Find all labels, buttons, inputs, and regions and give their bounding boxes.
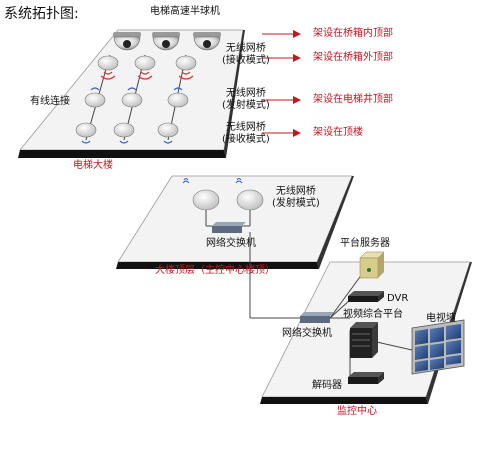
wired-connection-label: 有线连接	[30, 96, 70, 107]
elevator-building-label: 电梯大楼	[73, 160, 113, 171]
mount-note-2: 架设在桥箱外顶部	[313, 52, 393, 63]
rooftop-floor-label: 大楼顶层（主控中心楼顶）	[155, 265, 275, 276]
bridge-column-3	[157, 54, 197, 141]
dvr-icon	[348, 291, 384, 302]
control-switch-icon	[300, 312, 334, 323]
control-switch-label: 网络交换机	[282, 328, 332, 339]
signal-icon	[235, 178, 243, 184]
decoder-label: 解码器	[312, 380, 342, 391]
dome-camera-group	[113, 32, 221, 51]
wireless-bridge-icon	[113, 122, 135, 138]
wireless-bridge-icon	[167, 92, 189, 108]
bridge-column-1	[75, 54, 119, 141]
control-center-label: 监控中心	[337, 406, 377, 417]
bridge-receive-label-2: 无线网桥 (接收模式)	[222, 122, 270, 145]
mount-note-4: 架设在顶楼	[313, 127, 363, 138]
wireless-bridge-icon	[134, 55, 156, 71]
wireless-bridge-icon	[97, 55, 119, 71]
camera-label: 电梯高速半球机	[150, 6, 220, 17]
wireless-bridge-icon	[192, 189, 220, 211]
dome-camera-icon	[193, 32, 221, 51]
wireless-bridge-icon	[236, 189, 264, 211]
platform-server-icon	[359, 251, 385, 279]
dvr-label: DVR	[387, 293, 409, 304]
signal-icons	[81, 71, 194, 144]
dome-camera-icon	[113, 32, 141, 51]
rooftop-switch-label: 网络交换机	[206, 238, 256, 249]
mount-arrows	[262, 30, 301, 137]
wireless-bridge-icon	[75, 122, 97, 138]
bridge-column-2	[113, 54, 156, 141]
video-platform-label: 视频综合平台	[343, 309, 403, 320]
bridge-receive-label-1: 无线网桥 (接收模式)	[222, 43, 270, 66]
dome-camera-icon	[152, 32, 180, 51]
bridge-transmit-label: 无线网桥 (发射模式)	[222, 88, 270, 111]
mount-note-1: 架设在桥箱内顶部	[313, 28, 393, 39]
wireless-bridge-icon	[121, 92, 143, 108]
rooftop-floor	[116, 175, 354, 269]
rooftop-bridge-label: 无线网桥 (发射模式)	[272, 186, 320, 209]
tv-wall-icon	[411, 319, 465, 375]
platform-server-label: 平台服务器	[340, 238, 390, 249]
signal-icon	[182, 178, 190, 184]
decoder-icon	[348, 372, 384, 384]
video-platform-icon	[350, 322, 378, 358]
diagram-title: 系统拓扑图:	[4, 6, 79, 22]
tv-wall-label: 电视墙	[426, 313, 456, 324]
wireless-bridge-icon	[84, 92, 106, 108]
rooftop-switch-icon	[212, 222, 246, 233]
wireless-bridge-icon	[157, 122, 179, 138]
mount-note-3: 架设在电梯井顶部	[313, 94, 393, 105]
wireless-bridge-icon	[175, 55, 197, 71]
